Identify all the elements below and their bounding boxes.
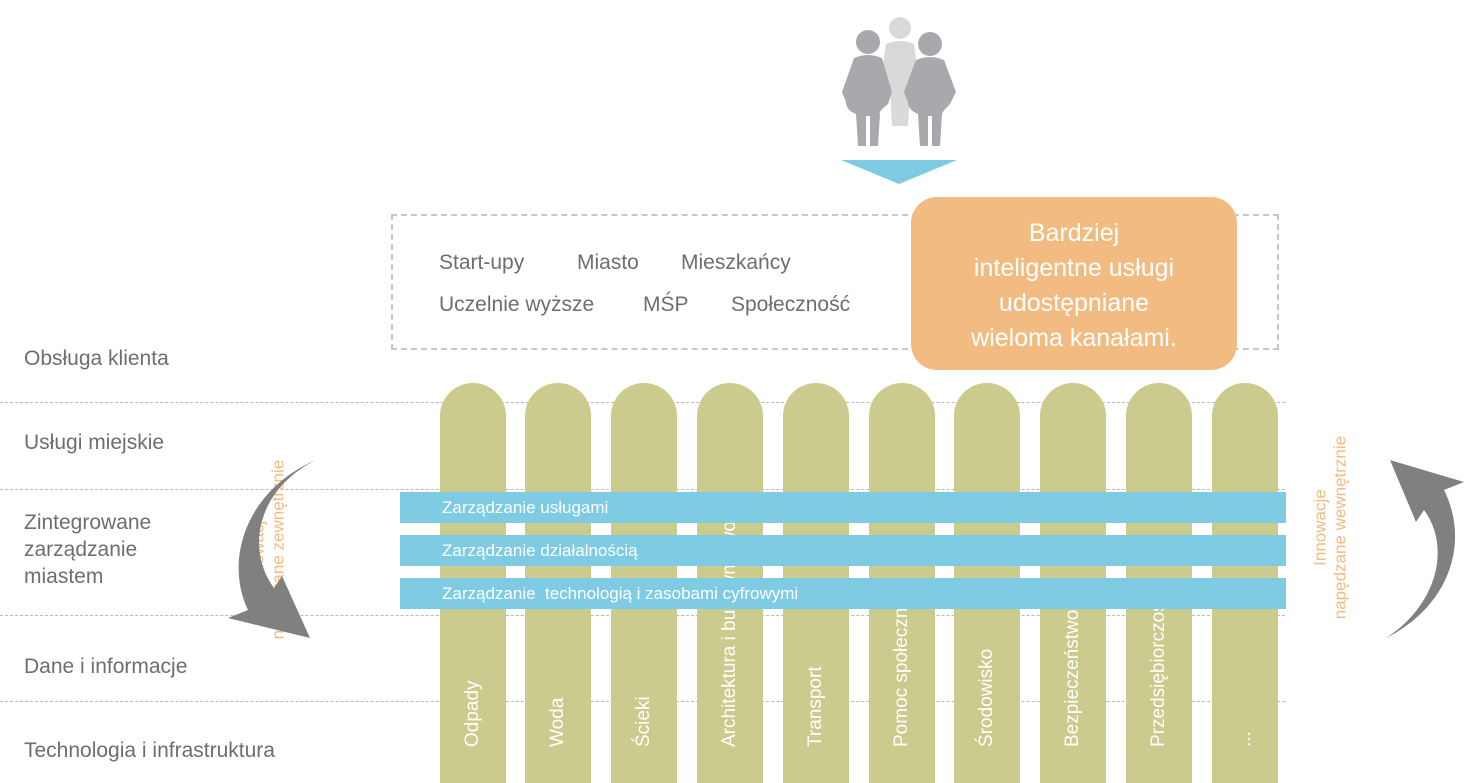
smart-services-callout: Bardziej inteligentne usługi udostępnian… (911, 197, 1237, 370)
layer-label-data: Dane i informacje (24, 655, 188, 678)
callout-line: wieloma kanałami. (971, 323, 1177, 352)
pillar-label: Ścieki (633, 696, 654, 747)
pillar-label: ... (1234, 731, 1255, 747)
people-icon (842, 17, 956, 146)
layer-label-city-services: Usługi miejskie (24, 431, 165, 454)
layer-label-technology: Technologia i infrastruktura (24, 739, 275, 762)
down-triangle-icon (841, 160, 957, 184)
layer-label-customer-service: Obsługa klienta (24, 347, 169, 370)
innovation-internal-line: Innowacje (1310, 489, 1330, 566)
band-technology-management: Zarządzanie technologią i zasobami cyfro… (400, 578, 1286, 609)
stakeholder-universities: Uczelnie wyższe (439, 293, 595, 316)
layer-label-integrated-management: Zintegrowane zarządzanie miastem (24, 511, 152, 588)
innovation-internal-label: Innowacje napędzane wewnętrznie (1310, 433, 1349, 623)
stakeholder-community: Społeczność (731, 293, 851, 316)
callout-line: udostępniane (998, 288, 1150, 317)
pillar-label: Transport (805, 666, 826, 747)
pillar-label: Przedsiębiorczość (1148, 592, 1169, 747)
band-operations-management: Zarządzanie działalnością (400, 535, 1286, 566)
curved-arrow-down-icon (228, 460, 316, 638)
pillar-label: Pomoc społeczna (891, 597, 912, 747)
callout-line: inteligentne usługi (973, 253, 1175, 282)
stakeholders-box (391, 214, 1279, 350)
stakeholder-sme: MŚP (643, 293, 689, 316)
pillar-label: Bezpieczeństwo (1062, 609, 1083, 747)
stakeholder-startups: Start-upy (439, 251, 525, 274)
stakeholder-city: Miasto (577, 251, 639, 274)
stakeholder-residents: Mieszkańcy (681, 251, 791, 274)
band-service-management: Zarządzanie usługami (400, 492, 1286, 523)
curved-arrow-up-icon (1386, 460, 1464, 638)
pillar-label: Odpady (462, 680, 483, 747)
innovation-internal-line: napędzane wewnętrznie (1330, 435, 1349, 620)
callout-line: Bardziej (1028, 218, 1120, 247)
pillar-label: Środowisko (976, 648, 997, 747)
pillar-label: Woda (547, 697, 568, 747)
